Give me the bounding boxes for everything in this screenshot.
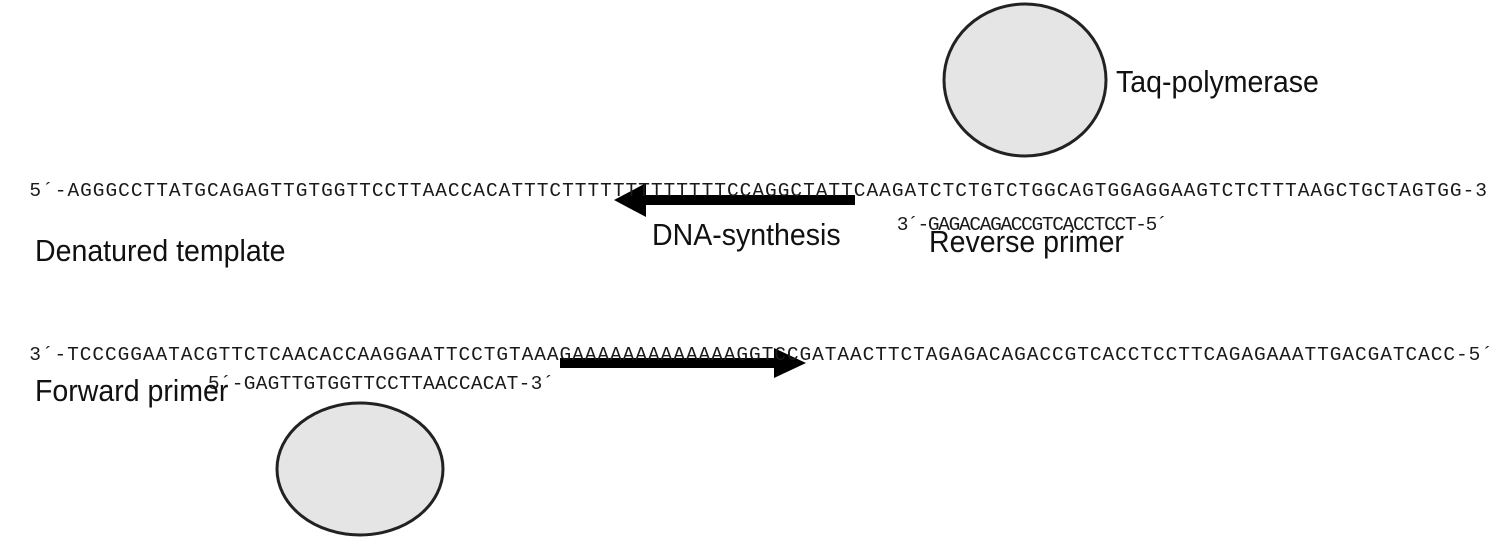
reverse-primer-label: Reverse primer xyxy=(929,224,1124,259)
top-strand-3prime: -3 xyxy=(1462,179,1488,202)
bottom-template-strand: 3´-TCCCGGAATACGTTCTCAACACCAAGGAATTCCTGTA… xyxy=(4,326,1494,365)
top-template-strand: 5´-AGGGCCTTATGCAGAGTTGTGGTTCCTTAACCACATT… xyxy=(4,162,1488,201)
taq-polymerase-top-icon xyxy=(942,2,1108,158)
denatured-template-label: Denatured template xyxy=(35,233,286,268)
reverse-primer-3prime: 3´- xyxy=(896,213,929,236)
reverse-primer-5prime: -5´ xyxy=(1135,213,1167,236)
dna-synthesis-label: DNA-synthesis xyxy=(652,217,841,252)
taq-polymerase-label: Taq-polymerase xyxy=(1116,64,1319,99)
forward-primer-label: Forward primer xyxy=(35,373,229,408)
synthesis-arrow-right-icon xyxy=(560,348,806,378)
reverse-primer: 3´-GAGACAGACCGTCACCTCCT-5´ xyxy=(876,196,1168,236)
reverse-primer-sequence: GAGACAGACCGTCACCTCCT xyxy=(927,213,1137,236)
top-strand-sequence: AGGGCCTTATGCAGAGTTGTGGTTCCTTAACCACATTTCT… xyxy=(67,179,1463,202)
synthesis-arrow-left-icon xyxy=(614,183,855,217)
bottom-strand-3prime: 3´- xyxy=(29,343,68,366)
forward-primer-sequence: GAGTTGTGGTTCCTTAACCACAT xyxy=(243,372,519,395)
forward-primer-3prime: -3´ xyxy=(518,372,555,395)
taq-polymerase-bottom-icon xyxy=(275,401,445,537)
bottom-strand-5prime: -5´ xyxy=(1455,343,1494,366)
forward-primer: 5´-GAGTTGTGGTTCCTTAACCACAT-3´ xyxy=(184,355,555,394)
forward-primer-5prime: 5´- xyxy=(207,372,244,395)
top-strand-5prime: 5´- xyxy=(29,179,68,202)
bottom-strand-sequence: TCCCGGAATACGTTCTCAACACCAAGGAATTCCTGTAAAG… xyxy=(67,343,1456,366)
